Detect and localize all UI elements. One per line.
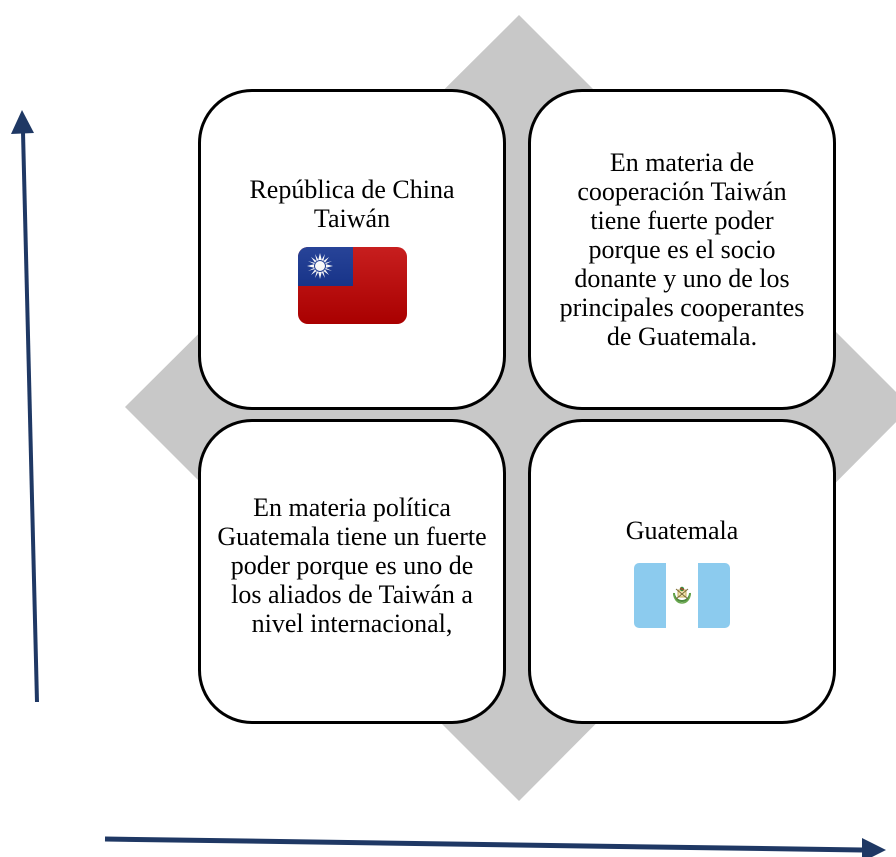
taiwan-flag-icon [297,247,407,324]
quadrant-bottom-left: En materia política Guatemala tiene un f… [198,419,506,724]
quadrant-top-right: En materia de cooperación Taiwán tiene f… [528,89,836,410]
taiwan-title: República de China Taiwán [249,175,455,233]
guatemala-flag-icon [634,562,730,628]
quadrant-bottom-right: Guatemala [528,419,836,724]
quadrant-top-left: República de China Taiwán [198,89,506,410]
guatemala-title: Guatemala [625,515,739,545]
cooperation-text: En materia de cooperación Taiwán tiene f… [559,148,805,351]
politics-text: En materia política Guatemala tiene un f… [217,493,487,638]
